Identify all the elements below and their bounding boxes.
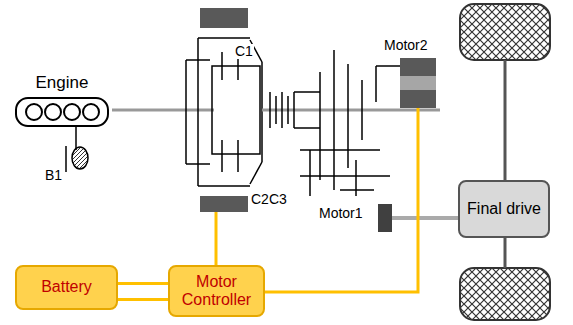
part-label: Motor2 [383,38,429,53]
planetary-gear [186,38,262,186]
part-label: B1 [44,168,63,183]
wheel [460,4,550,320]
part-label: Motor1 [318,206,364,221]
node-label: Engine [36,73,89,93]
motor1-stator [200,8,248,28]
output-shaft [392,216,460,220]
power-cable [118,284,168,300]
battery-box: Battery [15,265,118,310]
part-label: C1 [234,44,254,59]
gear-train [300,50,400,196]
final-drive-box: Final drive [458,180,550,238]
node-label: Final drive [467,200,541,218]
node-label: Motor Controller [176,273,257,310]
node-label: Battery [41,278,92,296]
engine-block: Engine [12,70,112,128]
motor1-stator [200,196,248,212]
part-label: C2C3 [250,192,288,207]
controller-box: Motor Controller [168,265,265,317]
clutch-pack [270,92,320,128]
engine-symbol [14,96,110,128]
output-gear [378,204,392,232]
motor2-body [400,76,436,90]
motor2-body [400,58,436,108]
